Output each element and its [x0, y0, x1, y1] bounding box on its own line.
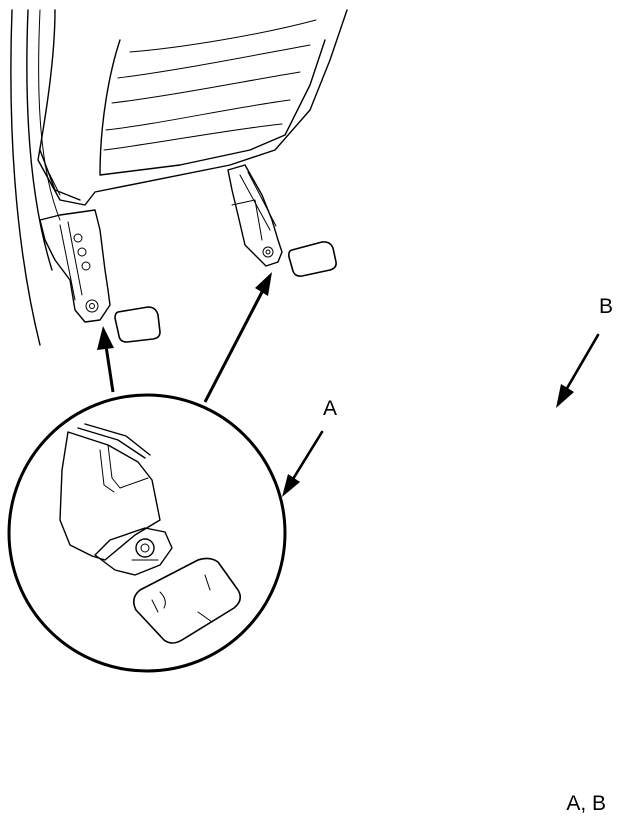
- arrow-to-left-anchor: [97, 326, 115, 393]
- left-seat-rail: [39, 209, 111, 323]
- left-anchor-cover: [114, 306, 161, 343]
- right-anchor-cover: [288, 241, 337, 277]
- callout-label-a: A: [323, 397, 337, 420]
- callout-a-arrow: [282, 430, 324, 497]
- arrow-up-icon: [97, 326, 114, 350]
- arrow-pointer-icon: [556, 384, 574, 408]
- seat-back-illustration: [10, 9, 348, 346]
- right-seat-rail: [227, 164, 283, 267]
- figure-reference-label: A, B: [566, 792, 606, 815]
- callout-b-arrow: [556, 333, 600, 408]
- arrow-pointer-icon: [282, 474, 300, 497]
- arrow-up-icon: [255, 272, 272, 296]
- arrow-to-right-anchor: [203, 272, 272, 403]
- callout-label-b: B: [599, 295, 613, 318]
- magnified-detail-view: [7, 393, 287, 673]
